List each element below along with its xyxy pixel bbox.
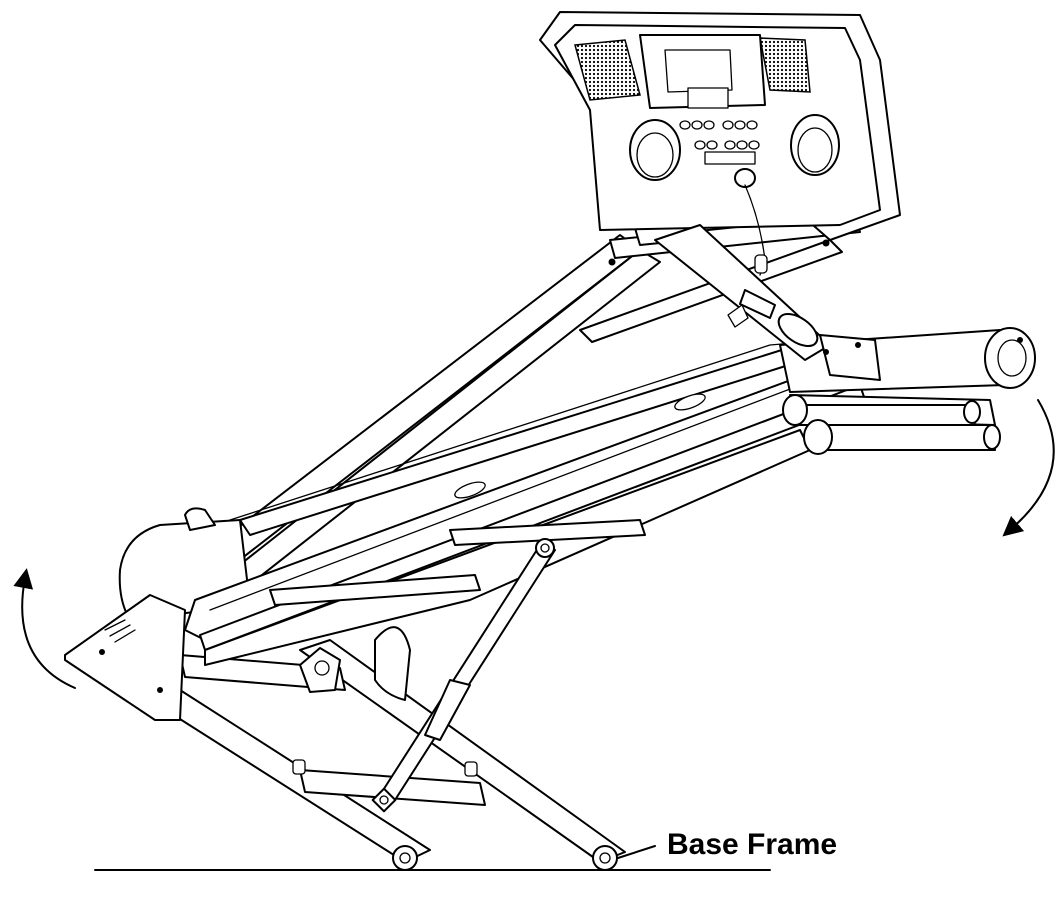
speaker-grille-right: [759, 37, 811, 93]
curved-arrow-cw-icon: [1002, 399, 1055, 537]
base-frame-label: Base Frame: [667, 828, 838, 861]
speaker-grille-left: [574, 39, 641, 101]
base-frame-leader-line: [617, 845, 656, 859]
rear-wheel-left: [392, 845, 418, 871]
handlebar-arm: [654, 224, 881, 381]
hinge-bracket: [299, 626, 411, 701]
cup-holder-left: [629, 119, 681, 181]
running-deck: [184, 337, 881, 666]
rear-wheel-right: [592, 845, 618, 871]
gas-spring-strut: [371, 538, 556, 813]
cup-holder-right: [790, 114, 840, 176]
console-buttons: [679, 120, 760, 165]
curved-arrow-ccw-icon: [13, 568, 76, 689]
console: [539, 11, 901, 276]
